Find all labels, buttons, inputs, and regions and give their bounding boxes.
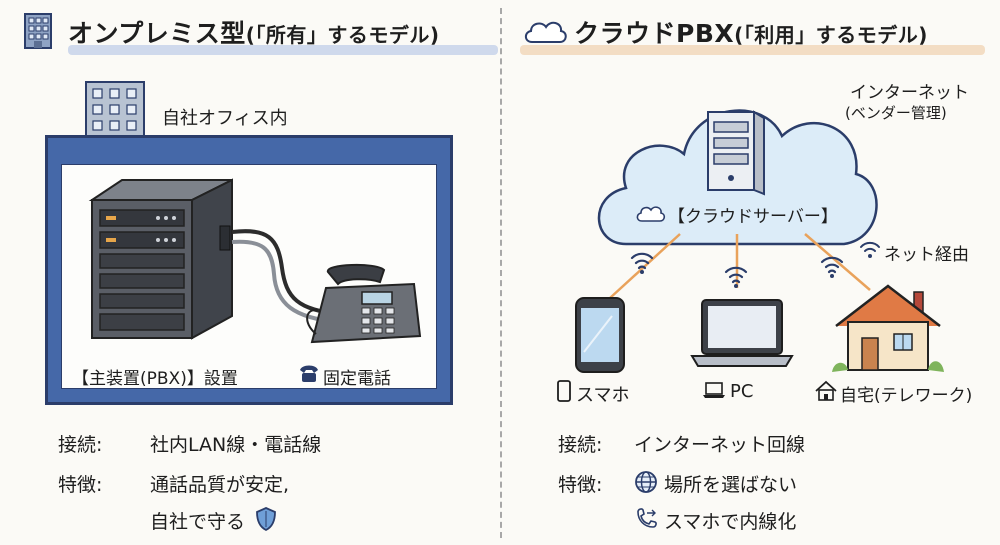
via-net-label: ネット経由	[884, 245, 969, 265]
right-title: クラウドPBX(「利用」するモデル)	[574, 14, 928, 50]
smartphone-illustration	[575, 297, 625, 373]
left-feature-label: 特徴:	[58, 474, 103, 496]
device-label-pc: PC	[730, 381, 754, 402]
building-icon	[24, 13, 52, 49]
wifi-icon	[724, 266, 748, 288]
right-connection-label: 接続:	[558, 434, 603, 456]
left-connection-label: 接続:	[58, 434, 103, 456]
cloud-server-icon	[707, 110, 765, 196]
smartphone-icon	[557, 380, 571, 402]
right-connection-value: インターネット回線	[634, 434, 806, 456]
house-illustration	[832, 284, 944, 372]
right-title-main: クラウドPBX	[574, 19, 735, 48]
globe-icon	[635, 471, 657, 493]
right-title-sub: (「利用」するモデル)	[734, 23, 928, 47]
left-title-main: オンプレミス型	[68, 19, 246, 48]
pbx-server-icon	[88, 178, 233, 340]
left-feature-line1: 通話品質が安定,	[150, 474, 290, 496]
device-label-home: 自宅(テレワーク)	[840, 386, 973, 406]
pbx-label: 【主装置(PBX)】設置	[72, 369, 238, 389]
phone-label: 固定電話	[323, 369, 391, 389]
left-title-highlight	[68, 45, 498, 55]
house-icon	[815, 380, 837, 401]
phone-transfer-icon	[637, 508, 657, 528]
wifi-icon	[820, 256, 844, 278]
wifi-icon	[630, 252, 654, 274]
internet-sub: (ベンダー管理)	[845, 104, 947, 122]
laptop-icon	[703, 382, 725, 398]
right-feature-line1: 場所を選ばない	[664, 474, 798, 496]
desk-phone-icon	[306, 263, 422, 344]
right-title-highlight	[520, 45, 985, 55]
left-title: オンプレミス型(「所有」するモデル)	[68, 14, 440, 50]
internet-label: インターネット	[850, 83, 969, 103]
left-connection-value: 社内LAN線・電話線	[150, 434, 322, 456]
connection-lines	[609, 233, 871, 299]
shield-icon	[256, 507, 276, 532]
laptop-illustration	[690, 299, 794, 367]
center-divider	[500, 8, 502, 538]
right-feature-line2: スマホで内線化	[664, 511, 797, 533]
left-title-sub: (「所有」するモデル)	[245, 23, 440, 47]
office-label: 自社オフィス内	[162, 108, 288, 129]
right-feature-label: 特徴:	[558, 474, 603, 496]
wifi-small-icon	[860, 241, 880, 258]
cloud-icon	[524, 21, 567, 43]
telephone-icon	[300, 365, 318, 382]
small-cloud-icon	[636, 206, 666, 222]
left-feature-line2: 自社で守る	[150, 511, 246, 533]
device-label-smartphone: スマホ	[576, 385, 630, 406]
server-label: 【クラウドサーバー】	[668, 207, 838, 227]
